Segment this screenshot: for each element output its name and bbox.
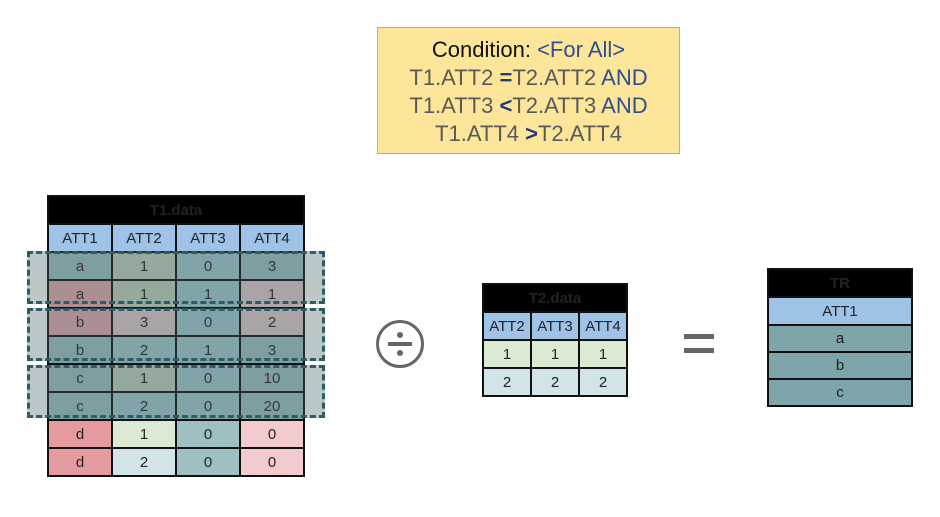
table-row: b: [767, 351, 913, 380]
group-side-tab: [305, 308, 325, 361]
table-cell: a: [47, 251, 113, 281]
t1-header-att1: ATT1: [47, 223, 113, 253]
group-b-outline: [27, 308, 325, 361]
condition-conjunction: AND: [601, 93, 648, 118]
group-side-tab: [27, 365, 47, 418]
table-row: c: [767, 378, 913, 407]
condition-operator: >: [525, 121, 538, 146]
table-row: a 1 0 3: [47, 251, 305, 281]
tr-title: TR: [767, 268, 913, 298]
table-row: a: [767, 324, 913, 353]
condition-heading: Condition: <For All>: [378, 36, 679, 64]
table-cell: 2: [111, 335, 177, 365]
table-cell: 0: [175, 307, 241, 337]
divide-dot: [397, 332, 403, 338]
t2-header-att4: ATT4: [578, 311, 628, 341]
table-cell: 1: [578, 339, 628, 369]
table-row: 1 1 1: [482, 339, 628, 369]
condition-right: T2.ATT3: [512, 93, 597, 118]
condition-right: T2.ATT4: [537, 121, 622, 146]
table-cell: a: [47, 279, 113, 309]
t1-header-att2: ATT2: [111, 223, 177, 253]
table-cell: d: [47, 447, 113, 477]
condition-line: T1.ATT3 <T2.ATT3 AND: [378, 92, 679, 120]
table-cell: b: [767, 351, 913, 380]
table-row: d 2 0 0: [47, 447, 305, 477]
t2-title: T2.data: [482, 283, 628, 313]
table-cell: 10: [239, 363, 305, 393]
condition-left: T1.ATT2: [409, 65, 494, 90]
condition-right: T2.ATT2: [512, 65, 597, 90]
condition-line: T1.ATT4 >T2.ATT4: [378, 120, 679, 148]
table-cell: c: [767, 378, 913, 407]
table-cell: 0: [175, 419, 241, 449]
t1-header-att4: ATT4: [239, 223, 305, 253]
table-cell: 0: [175, 447, 241, 477]
table-cell: d: [47, 419, 113, 449]
t1-header-att3: ATT3: [175, 223, 241, 253]
condition-conjunction: AND: [601, 65, 648, 90]
table-cell: 2: [111, 447, 177, 477]
table-cell: 1: [111, 251, 177, 281]
table-cell: 1: [111, 419, 177, 449]
table-cell: 2: [578, 367, 628, 397]
table-cell: 1: [530, 339, 580, 369]
condition-operator: <: [499, 93, 513, 118]
condition-quantifier: <For All>: [537, 37, 626, 62]
condition-operator: =: [499, 65, 513, 90]
table-cell: 1: [482, 339, 532, 369]
table-cell: 1: [111, 363, 177, 393]
table-cell: 0: [239, 447, 305, 477]
table-cell: a: [767, 324, 913, 353]
t2-header-att3: ATT3: [530, 311, 580, 341]
condition-label: Condition:: [431, 37, 531, 62]
divide-bar: [388, 342, 412, 346]
condition-left: T1.ATT4: [435, 121, 519, 146]
t2-table: T2.data ATT2 ATT3 ATT4 1 1 1 2 2 2: [482, 283, 628, 397]
group-c-outline: [27, 365, 325, 418]
tr-table: TR ATT1 a b c: [767, 268, 913, 407]
group-side-tab: [27, 308, 47, 361]
condition-line: T1.ATT2 =T2.ATT2 AND: [378, 64, 679, 92]
table-row: d 1 0 0: [47, 419, 305, 449]
t1-title: T1.data: [47, 195, 305, 225]
equals-bar-top: [684, 334, 714, 339]
table-cell: 0: [175, 363, 241, 393]
group-side-tab: [27, 251, 47, 304]
group-a-outline: [27, 251, 325, 304]
group-side-tab: [305, 365, 325, 418]
condition-left: T1.ATT3: [409, 93, 494, 118]
table-cell: 0: [239, 419, 305, 449]
condition-box: Condition: <For All> T1.ATT2 =T2.ATT2 AN…: [377, 27, 680, 154]
table-cell: 2: [482, 367, 532, 397]
divide-dot: [397, 350, 403, 356]
divide-icon: [376, 320, 424, 368]
tr-header-att1: ATT1: [767, 296, 913, 326]
equals-bar-bottom: [684, 348, 714, 353]
t2-header-att2: ATT2: [482, 311, 532, 341]
table-cell: 2: [530, 367, 580, 397]
group-side-tab: [305, 251, 325, 304]
table-cell: 0: [175, 251, 241, 281]
table-row: 2 2 2: [482, 367, 628, 397]
